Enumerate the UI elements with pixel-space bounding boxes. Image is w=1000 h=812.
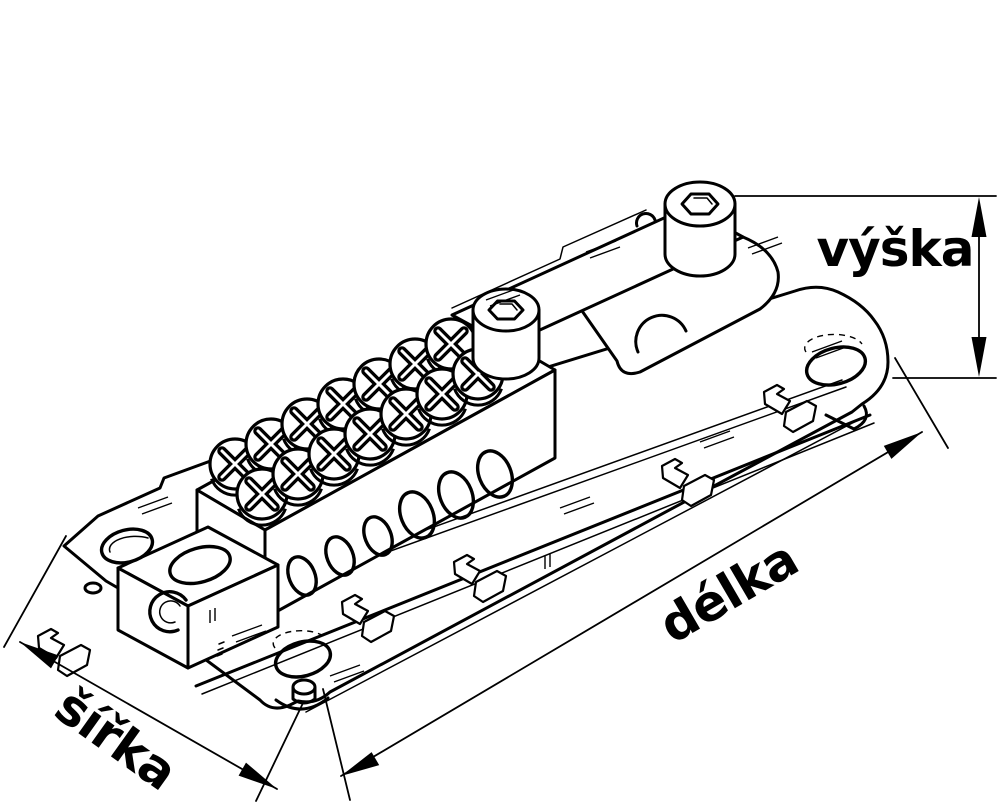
- dimension-height: výška: [734, 195, 997, 379]
- wire-entry-hole: [436, 470, 476, 520]
- arrowhead-up: [971, 197, 987, 237]
- extension-line: [255, 702, 304, 802]
- wire-entry-hole: [397, 490, 437, 540]
- shading-hatches: [137, 236, 847, 683]
- hidden-edge: [272, 629, 328, 649]
- arrowhead: [341, 752, 380, 776]
- mounting-slot-right: [804, 345, 868, 387]
- wire-entry-hole: [286, 555, 318, 597]
- socket-screw-front: [471, 287, 541, 381]
- arrowhead: [20, 642, 59, 669]
- housing-slot: [168, 544, 232, 586]
- mounting-slot-left: [99, 527, 155, 565]
- arrowhead-down: [971, 337, 987, 377]
- extension-line: [3, 535, 67, 648]
- pin-top: [291, 678, 317, 696]
- back-flange: [451, 209, 647, 309]
- dimension-line: [19, 641, 278, 790]
- arrowhead: [883, 432, 922, 459]
- mounting-slot-front: [273, 639, 333, 679]
- plate-edge-thickness: [305, 419, 859, 713]
- height-label: výška: [817, 220, 974, 278]
- hidden-edge: [804, 333, 863, 353]
- right-tab-lip: [824, 404, 868, 431]
- extension-line: [894, 357, 949, 449]
- socket-screw-rear: [663, 180, 737, 278]
- pin-top: [83, 581, 103, 595]
- arrowhead: [238, 762, 277, 789]
- wire-clamp-inner: [158, 600, 181, 624]
- length-label: délka: [650, 530, 808, 655]
- bar-end-bump: [635, 212, 657, 228]
- mounting-slots: [99, 333, 868, 679]
- wire-entry-holes: [286, 449, 515, 597]
- pin: [291, 686, 317, 705]
- width-label: šířka: [45, 677, 187, 802]
- wire-entry-hole: [475, 449, 515, 499]
- extension-line: [322, 688, 351, 801]
- dimension-line: [340, 431, 923, 777]
- wire-entry-hole: [362, 515, 394, 557]
- hex-socket: [680, 192, 720, 216]
- wire-clamp: [148, 590, 188, 634]
- molded-marks: [216, 641, 225, 657]
- corner-foot: [274, 696, 330, 711]
- wire-entry-hole: [324, 535, 356, 577]
- wire-clamp-housing: [116, 525, 280, 670]
- hex-socket: [487, 299, 525, 321]
- locating-pins: [83, 581, 317, 705]
